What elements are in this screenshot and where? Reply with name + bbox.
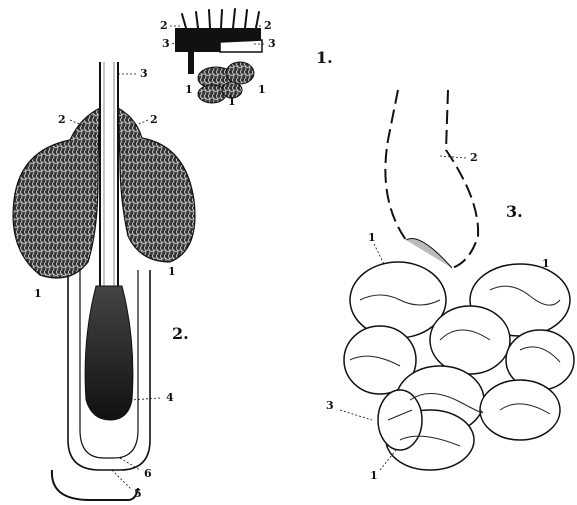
fig2-callout-2-right: 2: [150, 114, 158, 125]
figure-2-hair-follicle: [13, 62, 195, 500]
fig2-callout-5: 5: [134, 488, 142, 499]
figure-1-number: 1.: [316, 50, 333, 66]
fig3-callout-1-right: 1: [542, 258, 550, 269]
fig2-callout-2-left: 2: [58, 114, 66, 125]
fig3-callout-2: 2: [470, 152, 478, 163]
figure-3-sweat-gland: [340, 90, 574, 470]
fig2-callout-1-left: 1: [34, 288, 42, 299]
fig1-callout-3-left: 3: [162, 38, 170, 49]
fig3-callout-1-left: 1: [368, 232, 376, 243]
fig2-callout-4: 4: [166, 392, 174, 403]
fig2-callout-1-right: 1: [168, 266, 176, 277]
fig1-callout-1-a: 1: [185, 84, 193, 95]
fig1-callout-1-b: 1: [228, 96, 236, 107]
fig1-callout-1-c: 1: [258, 84, 266, 95]
fig3-callout-1-bottom: 1: [370, 470, 378, 481]
fig3-callout-3: 3: [326, 400, 334, 411]
fig1-callout-2-left: 2: [160, 20, 168, 31]
fig2-callout-6: 6: [144, 468, 152, 479]
figure-3-number: 3.: [506, 204, 523, 220]
fig2-callout-3: 3: [140, 68, 148, 79]
fig1-callout-2-right: 2: [264, 20, 272, 31]
fig1-callout-3-right: 3: [268, 38, 276, 49]
figure-2-number: 2.: [172, 326, 189, 342]
